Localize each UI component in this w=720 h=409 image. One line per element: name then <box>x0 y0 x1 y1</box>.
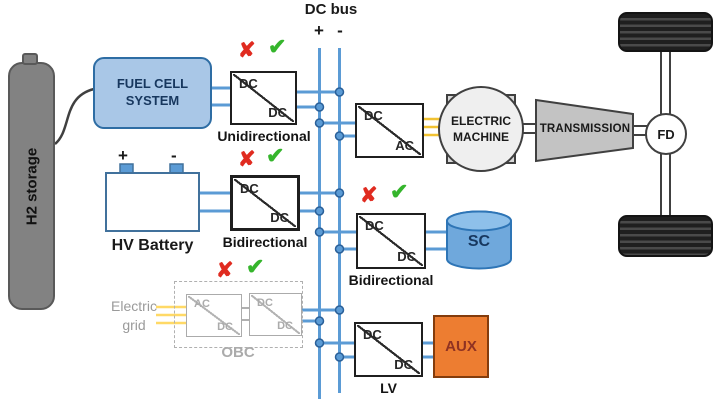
shafts-axle <box>522 50 671 217</box>
h2-hose <box>54 87 95 145</box>
converter-dc-ac: DC AC <box>355 103 424 158</box>
h2-storage-tank <box>8 62 55 310</box>
converter-out-label: AC <box>395 138 414 153</box>
electric-machine-label: ELECTRIC MACHINE <box>451 113 511 144</box>
converter-in-label: DC <box>363 327 382 342</box>
converter-out-label: DC <box>217 321 233 333</box>
transmission-shape <box>535 98 634 163</box>
converter-in-label: DC <box>364 108 383 123</box>
converter-out-label: DC <box>270 210 289 225</box>
junction-dots <box>314 87 345 362</box>
aux-label: AUX <box>445 338 477 355</box>
obc-dashed-box <box>174 281 303 348</box>
converter-sc-bidirectional: DC DC <box>356 213 426 269</box>
sc-label: SC <box>467 232 491 250</box>
check-icon: ✔ <box>266 143 285 168</box>
bidirectional-label: Bidirectional <box>348 272 434 288</box>
converter-in-label: DC <box>240 181 259 196</box>
supercapacitor: SC <box>447 215 511 268</box>
dc-bus-minus: - <box>337 21 343 40</box>
fd-label: FD <box>657 126 675 142</box>
transmission-label: TRANSMISSION <box>539 123 631 135</box>
fuel-cell-label: FUEL CELL SYSTEM <box>116 76 189 108</box>
bidirectional-label: Bidirectional <box>222 234 308 250</box>
h2-storage-label-wrap: H2 storage <box>8 62 55 310</box>
converter-in-label: AC <box>194 298 210 310</box>
check-icon: ✔ <box>268 34 287 59</box>
cross-icon: ✘ <box>216 259 234 282</box>
sc-cylinder <box>446 210 512 270</box>
lv-label: LV <box>380 380 397 396</box>
check-icon: ✔ <box>246 254 265 279</box>
check-icon: ✔ <box>390 179 409 204</box>
converter-in-label: DC <box>257 297 273 309</box>
wheel-rear <box>618 215 713 257</box>
h2-storage-valve <box>22 53 38 65</box>
converter-out-label: DC <box>394 357 413 372</box>
obc-stubs <box>242 307 250 321</box>
electric-grid-label: Electric grid <box>111 298 157 333</box>
fuel-cell-system: FUEL CELL SYSTEM <box>93 57 212 129</box>
cross-icon: ✘ <box>360 184 378 207</box>
dc-bus-plus: + <box>314 21 324 40</box>
cross-icon: ✘ <box>238 148 256 171</box>
converter-in-label: DC <box>239 76 258 91</box>
converter-out-label: DC <box>397 249 416 264</box>
cross-icon: ✘ <box>238 39 256 62</box>
hv-battery-label: HV Battery <box>111 237 194 254</box>
dc-connections <box>200 86 449 359</box>
electric-grid-label-wrap: Electric grid <box>96 297 172 335</box>
wheel-front <box>618 12 713 52</box>
dc-bus-label: DC bus <box>304 1 358 18</box>
converter-battery-bidirectional: DC DC <box>230 175 300 231</box>
converter-unidirectional: DC DC <box>230 71 297 125</box>
converter-lv: DC DC <box>354 322 423 377</box>
ac-phase-lines <box>422 117 441 137</box>
grid-phase-lines <box>156 305 188 325</box>
battery-plus: + <box>118 146 128 165</box>
converter-out-label: DC <box>268 105 287 120</box>
h2-storage-label: H2 storage <box>23 147 40 225</box>
obc-label: OBC <box>221 344 255 361</box>
converter-obc-ac-dc: AC DC <box>186 294 242 337</box>
hv-battery-box <box>105 172 200 232</box>
aux-load: AUX <box>433 315 489 378</box>
converter-in-label: DC <box>365 218 384 233</box>
battery-minus: - <box>171 146 177 165</box>
converter-out-label: DC <box>277 320 293 332</box>
converter-obc-dc-dc: DC DC <box>249 293 302 336</box>
final-drive: FD <box>645 113 687 155</box>
unidirectional-label: Unidirectional <box>217 128 311 144</box>
electric-machine: ELECTRIC MACHINE <box>438 86 524 172</box>
